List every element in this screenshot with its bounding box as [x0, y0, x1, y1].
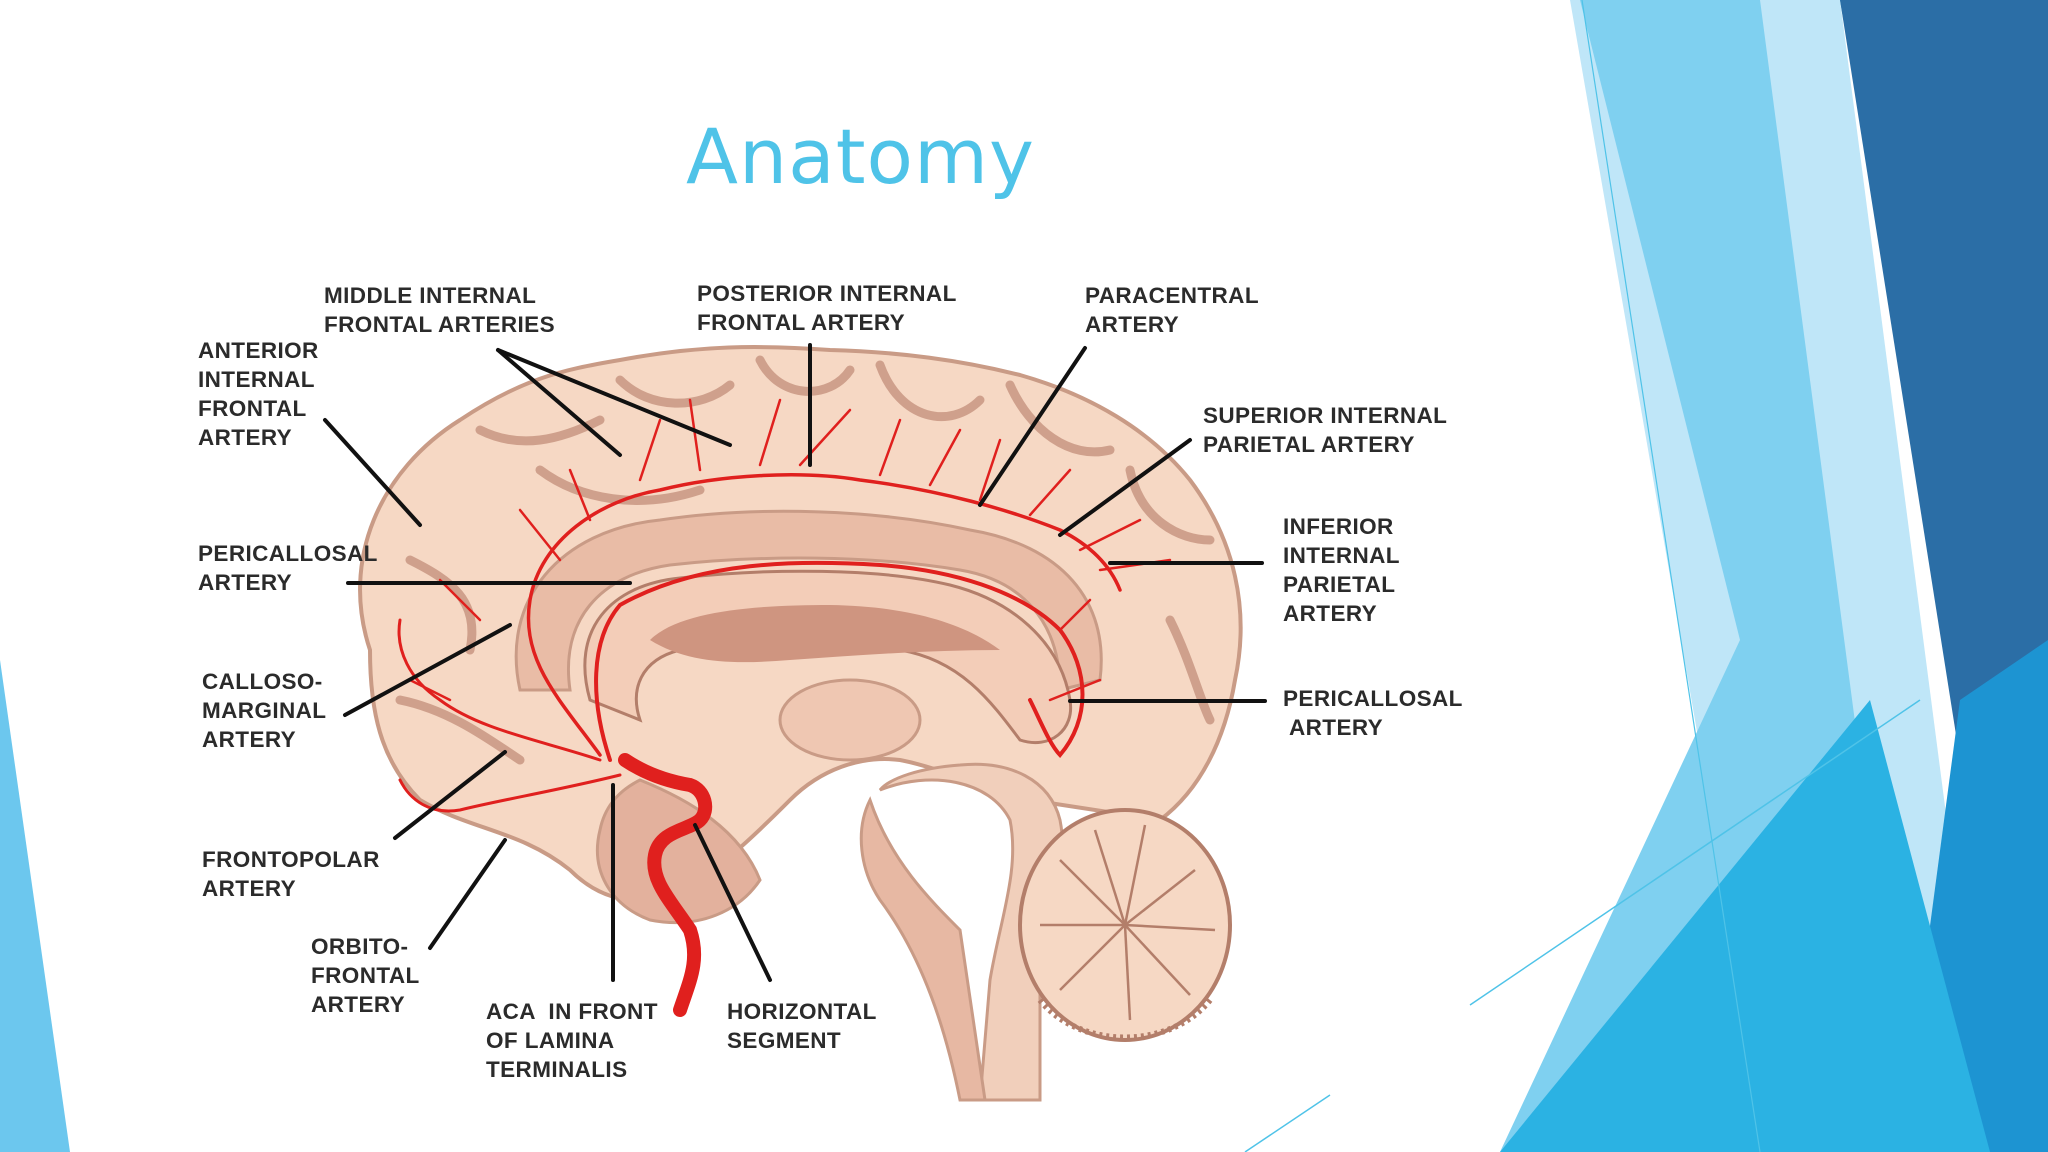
label-pericallosal-artery-left: PERICALLOSAL ARTERY — [198, 541, 378, 595]
lateral-ventricle — [650, 605, 1000, 663]
label-inferior-internal-parietal-artery: INFERIOR INTERNAL PARIETAL ARTERY — [1283, 514, 1400, 626]
label-posterior-internal-frontal-artery: POSTERIOR INTERNAL FRONTAL ARTERY — [697, 281, 957, 335]
midbrain — [859, 796, 987, 1102]
leader-callosomarginal — [343, 623, 512, 717]
label-paracentral-artery: PARACENTRAL ARTERY — [1085, 283, 1259, 337]
leader-lines — [323, 343, 1267, 982]
frontopolar-artery-path — [397, 618, 602, 762]
label-frontopolar-artery: FRONTOPOLAR ARTERY — [202, 847, 380, 901]
orbitofrontal-artery-path — [398, 773, 622, 813]
leader-middle-internal-frontal-a — [496, 348, 622, 457]
thalamus — [778, 678, 922, 762]
pericallosal-artery-path — [594, 560, 1085, 762]
leader-anterior-internal-frontal — [323, 418, 422, 527]
label-callosomarginal-artery: CALLOSO- MARGINAL ARTERY — [202, 669, 327, 752]
label-superior-internal-parietal-artery: SUPERIOR INTERNAL PARIETAL ARTERY — [1203, 403, 1448, 457]
temporal-lobe — [595, 778, 762, 925]
label-pericallosal-artery-right: PERICALLOSAL ARTERY — [1283, 686, 1463, 740]
label-middle-internal-frontal-arteries: MIDDLE INTERNAL FRONTAL ARTERIES — [324, 283, 555, 337]
theme-hairline — [1244, 1094, 1331, 1152]
callosomarginal-artery-path — [526, 473, 1122, 757]
label-aca-in-front-of-lamina-terminalis: ACA IN FRONT OF LAMINA TERMINALIS — [486, 999, 658, 1082]
arbor-vitae — [1040, 824, 1216, 1021]
leader-paracentral — [978, 346, 1087, 507]
slide-title: Anatomy — [686, 112, 1036, 201]
cerebellum-folia — [1037, 998, 1213, 1041]
leader-horizontal-segment — [693, 823, 772, 982]
leader-superior-internal-parietal — [1058, 438, 1192, 537]
leader-orbitofrontal — [428, 838, 507, 950]
label-orbitofrontal-artery: ORBITO- FRONTAL ARTERY — [311, 934, 420, 1017]
leader-middle-internal-frontal-b — [496, 348, 732, 447]
theme-left-sliver — [0, 660, 70, 1152]
aca-main — [618, 753, 713, 1017]
label-anterior-internal-frontal-artery: ANTERIOR INTERNAL FRONTAL ARTERY — [198, 338, 319, 450]
theme-hairline — [1581, 0, 1761, 1152]
label-horizontal-segment: HORIZONTAL SEGMENT — [727, 999, 877, 1053]
leader-frontopolar — [393, 750, 507, 840]
brain-illustration — [358, 345, 1243, 1102]
theme-hairline — [1469, 699, 1921, 1006]
theme-facet-corner — [1500, 700, 1990, 1152]
theme-facet-dark — [1840, 0, 2048, 760]
